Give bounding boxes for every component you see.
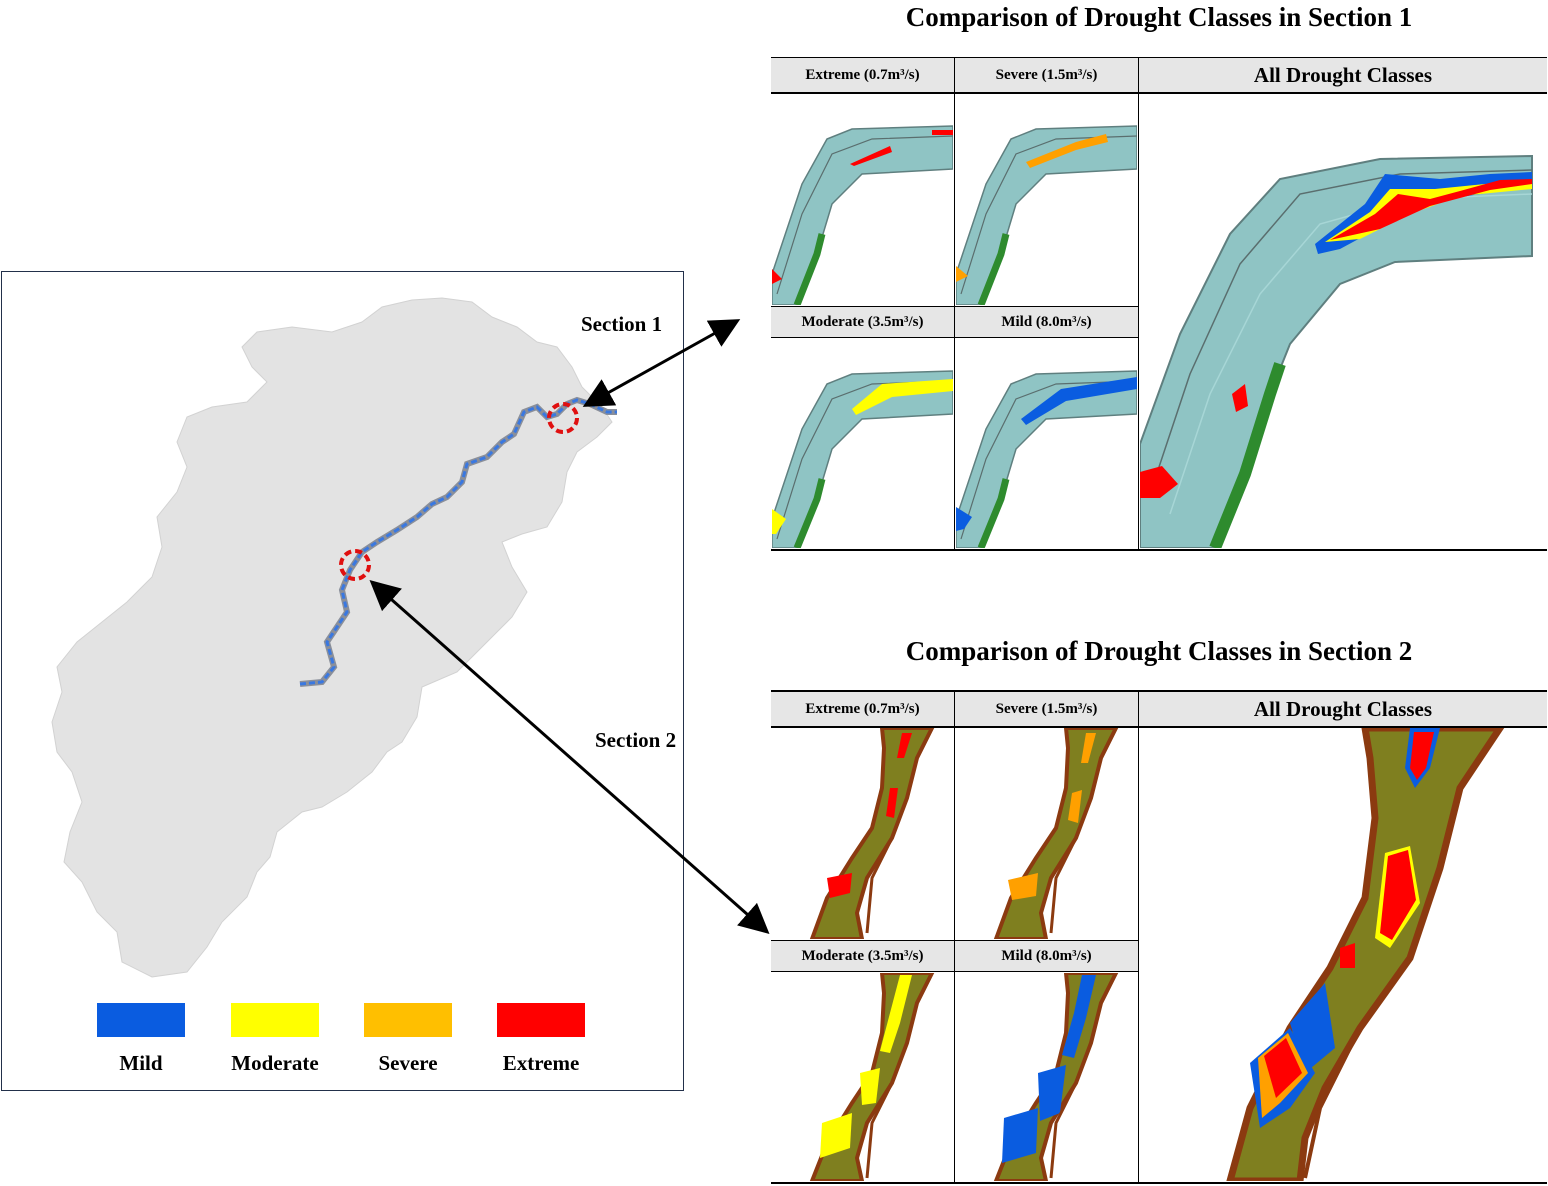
section2-bottom-rule — [771, 1182, 1547, 1184]
section1-top-rule — [771, 57, 1547, 59]
section1-bottom-rule — [771, 549, 1547, 551]
section1-all-classes-image — [1140, 94, 1546, 548]
section1-mild-image — [956, 339, 1137, 548]
legend-swatch-severe — [364, 1003, 452, 1037]
section1-header-all: All Drought Classes — [1139, 58, 1547, 92]
section2-all-classes-image — [1140, 728, 1546, 1181]
section2-top-rule — [771, 690, 1547, 692]
section2-header-severe: Severe (1.5m³/s) — [955, 692, 1138, 726]
section2-extreme-image — [772, 728, 953, 939]
section2-title: Comparison of Drought Classes in Section… — [905, 636, 1413, 666]
section1-extreme-image — [772, 94, 953, 305]
section2-marker[interactable] — [339, 549, 371, 581]
legend-swatch-mild — [97, 1003, 185, 1037]
section2-vrule-2 — [1138, 692, 1139, 1182]
section2-mild-image — [956, 973, 1137, 1181]
legend-label-extreme: Extreme — [502, 1051, 580, 1075]
section1-title: Comparison of Drought Classes in Section… — [905, 2, 1413, 32]
section1-header-severe: Severe (1.5m³/s) — [955, 58, 1138, 92]
section1-label: Section 1 — [581, 312, 663, 336]
legend-swatch-moderate — [231, 1003, 319, 1037]
section2-severe-image — [956, 728, 1137, 939]
section2-label: Section 2 — [595, 728, 677, 752]
section2-header-moderate: Moderate (3.5m³/s) — [771, 941, 954, 971]
river-line-mild — [299, 398, 617, 686]
section1-vrule-1 — [954, 58, 955, 550]
section2-moderate-image — [772, 973, 953, 1181]
legend-label-severe: Severe — [378, 1051, 438, 1075]
section1-header-moderate: Moderate (3.5m³/s) — [771, 307, 954, 337]
section1-moderate-image — [772, 339, 953, 548]
legend-swatch-extreme — [497, 1003, 585, 1037]
basin-map — [51, 297, 617, 978]
basin-map-frame: Mild Moderate Severe Extreme — [1, 271, 684, 1091]
section1-header-extreme: Extreme (0.7m³/s) — [771, 58, 954, 92]
section2-header-rule — [771, 726, 1547, 728]
section2-header-extreme: Extreme (0.7m³/s) — [771, 692, 954, 726]
legend-label-moderate: Moderate — [231, 1051, 319, 1075]
section1-vrule-2 — [1138, 58, 1139, 550]
section1-marker[interactable] — [547, 402, 579, 434]
section1-header-mild: Mild (8.0m³/s) — [955, 307, 1138, 337]
legend-label-mild: Mild — [119, 1051, 163, 1075]
section2-vrule-1 — [954, 692, 955, 1182]
section1-severe-image — [956, 94, 1137, 305]
section1-header-rule — [771, 92, 1547, 94]
section2-header-all: All Drought Classes — [1139, 692, 1547, 726]
section2-header-mild: Mild (8.0m³/s) — [955, 941, 1138, 971]
